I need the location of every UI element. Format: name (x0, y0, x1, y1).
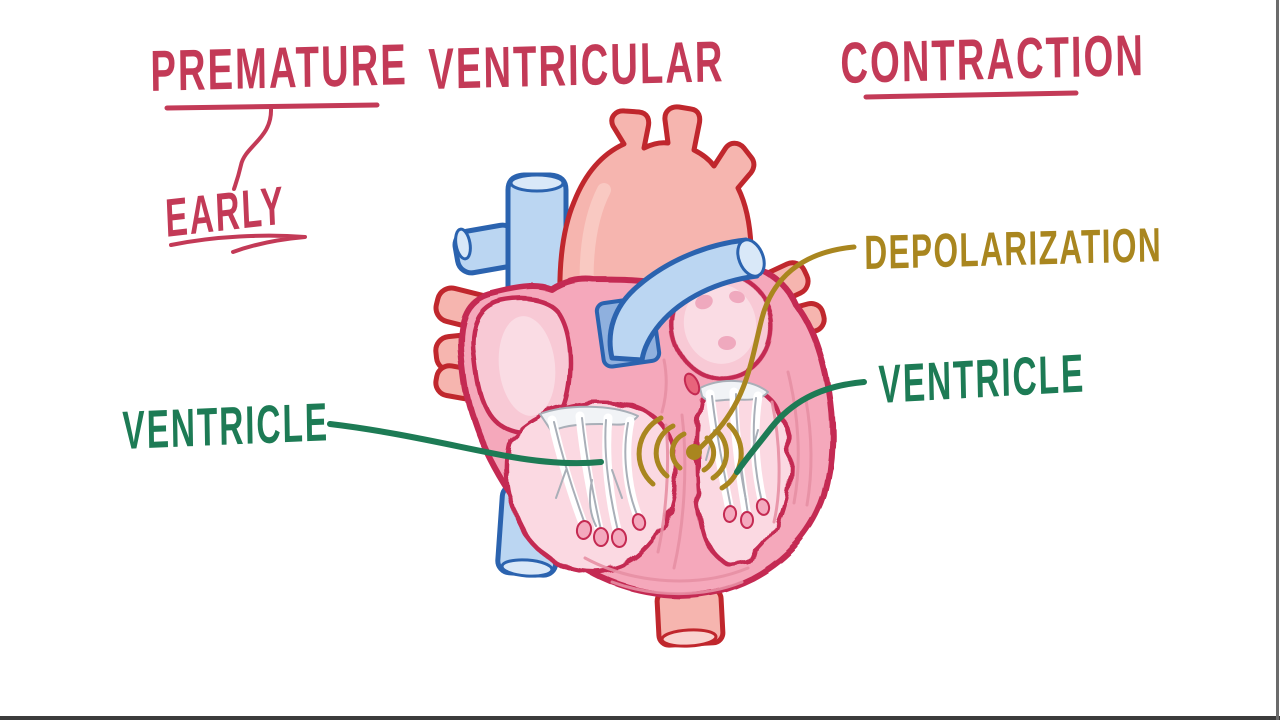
left-atrium (470, 296, 573, 436)
ventricle-right-leader-line (734, 379, 867, 475)
chordae-tendineae-left (539, 405, 647, 548)
title-word-ventricular: VENTRICULAR (428, 29, 725, 102)
right-atrium (669, 270, 775, 382)
ventricle-label-right: VENTRICLE (878, 343, 1086, 415)
frame-edge-right (1276, 0, 1279, 720)
title-word-premature: PREMATURE (150, 32, 409, 104)
ventricle-left-leader-line (327, 421, 604, 467)
superior-vena-cava (452, 172, 569, 335)
ventricle-label-left: VENTRICLE (122, 392, 330, 461)
premature-underline (164, 102, 380, 111)
contraction-underline (863, 90, 1079, 100)
pulmonary-artery (594, 237, 766, 369)
early-connector-line (232, 107, 274, 191)
depolarization-signal-icon (636, 415, 744, 491)
title-word-contraction: CONTRACTION (840, 22, 1146, 96)
descending-aorta (654, 586, 726, 648)
depolarization-leader-line (695, 244, 857, 453)
depolarization-label: DEPOLARIZATION (864, 219, 1163, 280)
early-underline-squiggle (169, 233, 307, 254)
frame-edge-bottom (0, 716, 1280, 720)
